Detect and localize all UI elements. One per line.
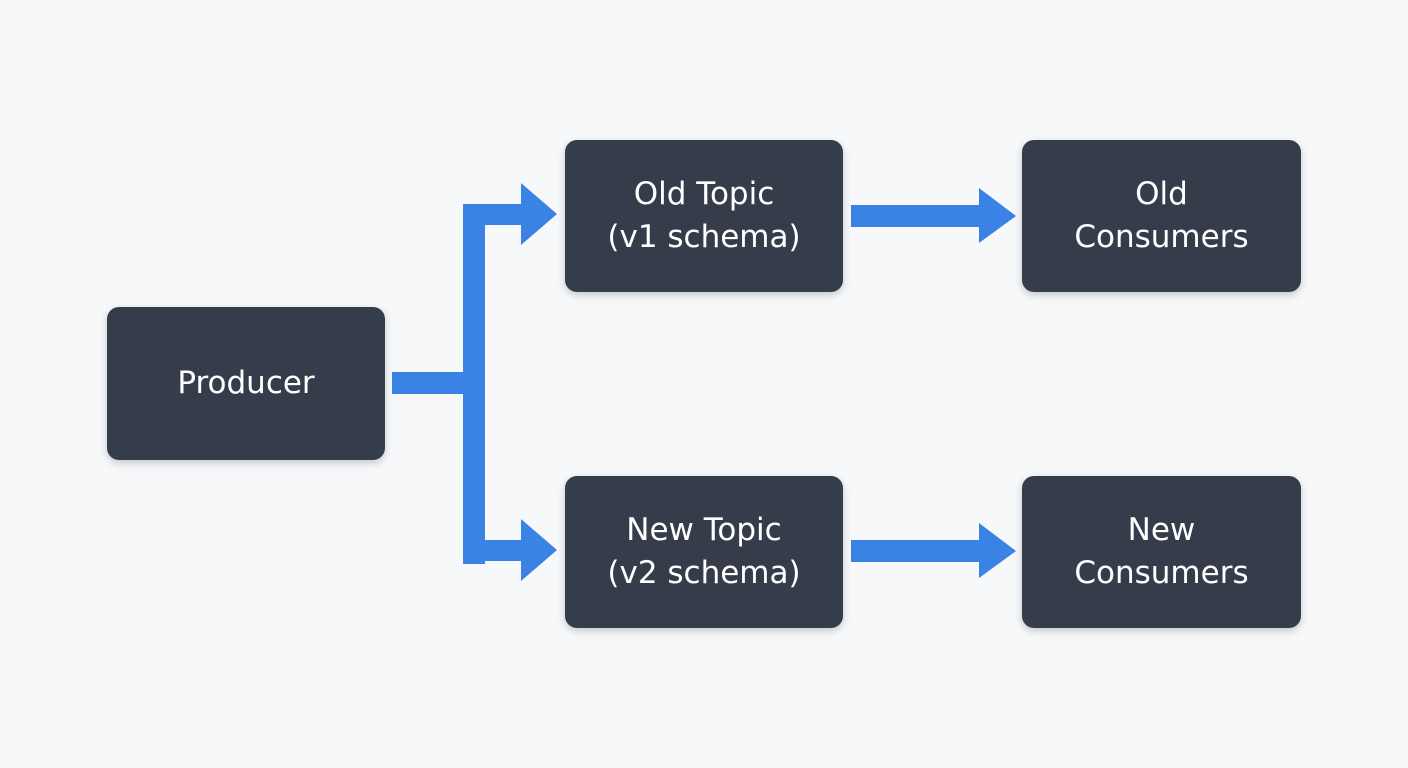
old-consumers-label-line-2: Consumers — [1074, 219, 1249, 255]
producer-output-trunk — [392, 372, 474, 394]
old-topic-schema-label: (v1 schema) — [607, 219, 801, 255]
old-consumers-label-line-1: Old — [1135, 176, 1188, 212]
new-consumers-node: New Consumers — [1022, 476, 1301, 628]
arrow-producer-to-new-topic — [463, 519, 557, 581]
old-topic-label: Old Topic — [633, 176, 775, 212]
arrow-producer-to-old-topic — [463, 183, 557, 245]
producer-label: Producer — [177, 365, 315, 401]
new-topic-node: New Topic (v2 schema) — [565, 476, 843, 628]
arrow-new-topic-to-new-consumers — [851, 523, 1016, 578]
new-consumers-label-line-2: Consumers — [1074, 555, 1249, 591]
new-consumers-label-line-1: New — [1127, 512, 1196, 548]
arrow-old-topic-to-old-consumers — [851, 188, 1016, 243]
producer-node: Producer — [107, 307, 385, 460]
old-consumers-node: Old Consumers — [1022, 140, 1301, 292]
branch-vertical-connector — [463, 204, 485, 564]
old-topic-node: Old Topic (v1 schema) — [565, 140, 843, 292]
new-topic-label: New Topic — [626, 512, 782, 548]
new-topic-schema-label: (v2 schema) — [607, 555, 801, 591]
